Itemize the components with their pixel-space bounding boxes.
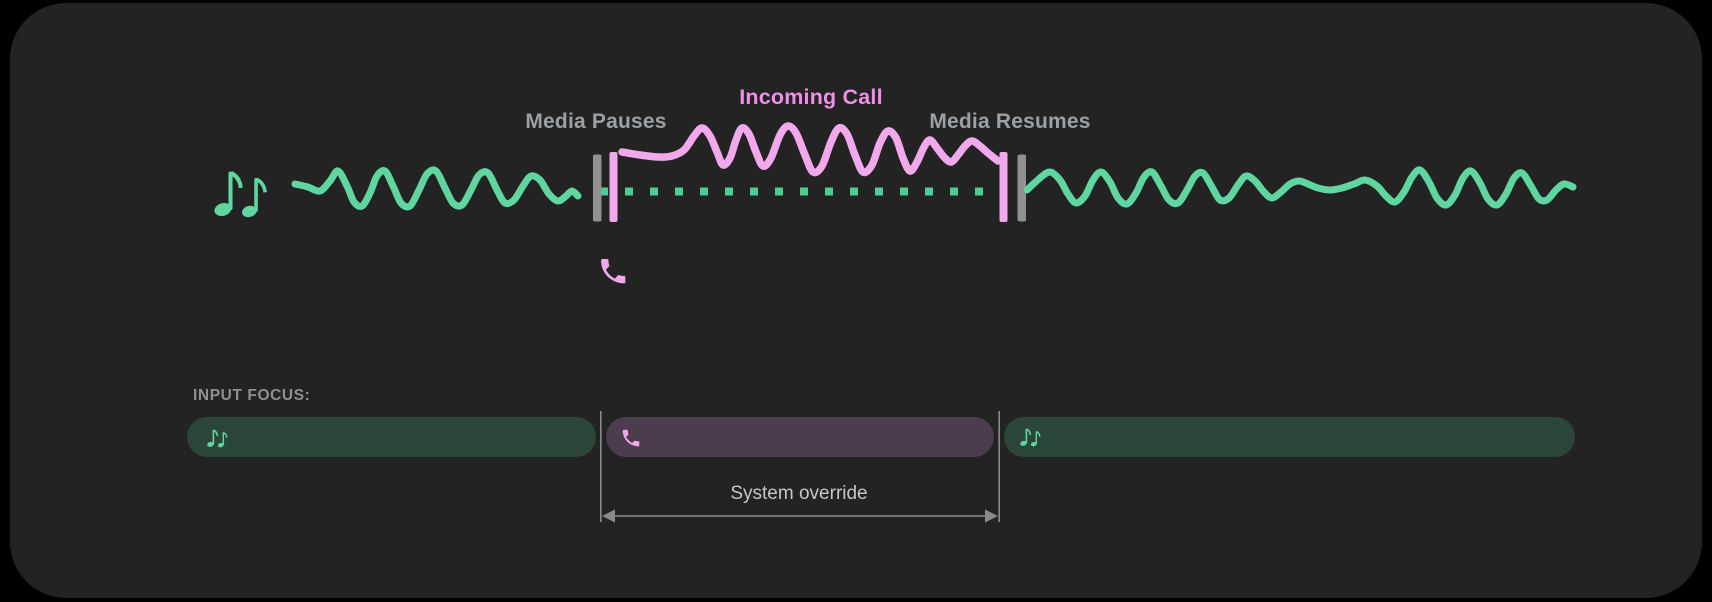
pause-bar-gray	[593, 154, 602, 222]
resume-bar-gray	[1017, 154, 1026, 222]
music-notes-icon	[212, 171, 267, 219]
media-waveform-after	[1023, 166, 1577, 209]
media-resumes-label: Media Resumes	[929, 110, 1091, 133]
resume-bar-pink	[999, 152, 1008, 222]
input-focus-heading: INPUT FOCUS:	[193, 387, 311, 404]
system-override-span	[599, 411, 1001, 523]
focus-pill-media-after	[1004, 417, 1575, 457]
system-override-label: System override	[730, 483, 868, 504]
incoming-call-waveform	[618, 122, 1002, 177]
diagram-card	[10, 3, 1702, 598]
phone-icon	[601, 259, 626, 284]
pause-bar-pink	[609, 152, 618, 222]
input-focus-track	[187, 417, 1575, 457]
media-pause-markers	[593, 152, 618, 222]
arrow-left-icon	[602, 509, 615, 523]
media-pauses-label: Media Pauses	[525, 110, 667, 133]
focus-pill-call	[606, 417, 994, 457]
incoming-call-label: Incoming Call	[739, 85, 883, 109]
focus-pill-media-before	[187, 417, 596, 457]
media-waveform-before	[291, 166, 582, 211]
arrow-right-icon	[985, 509, 998, 523]
media-resume-markers	[999, 152, 1026, 222]
